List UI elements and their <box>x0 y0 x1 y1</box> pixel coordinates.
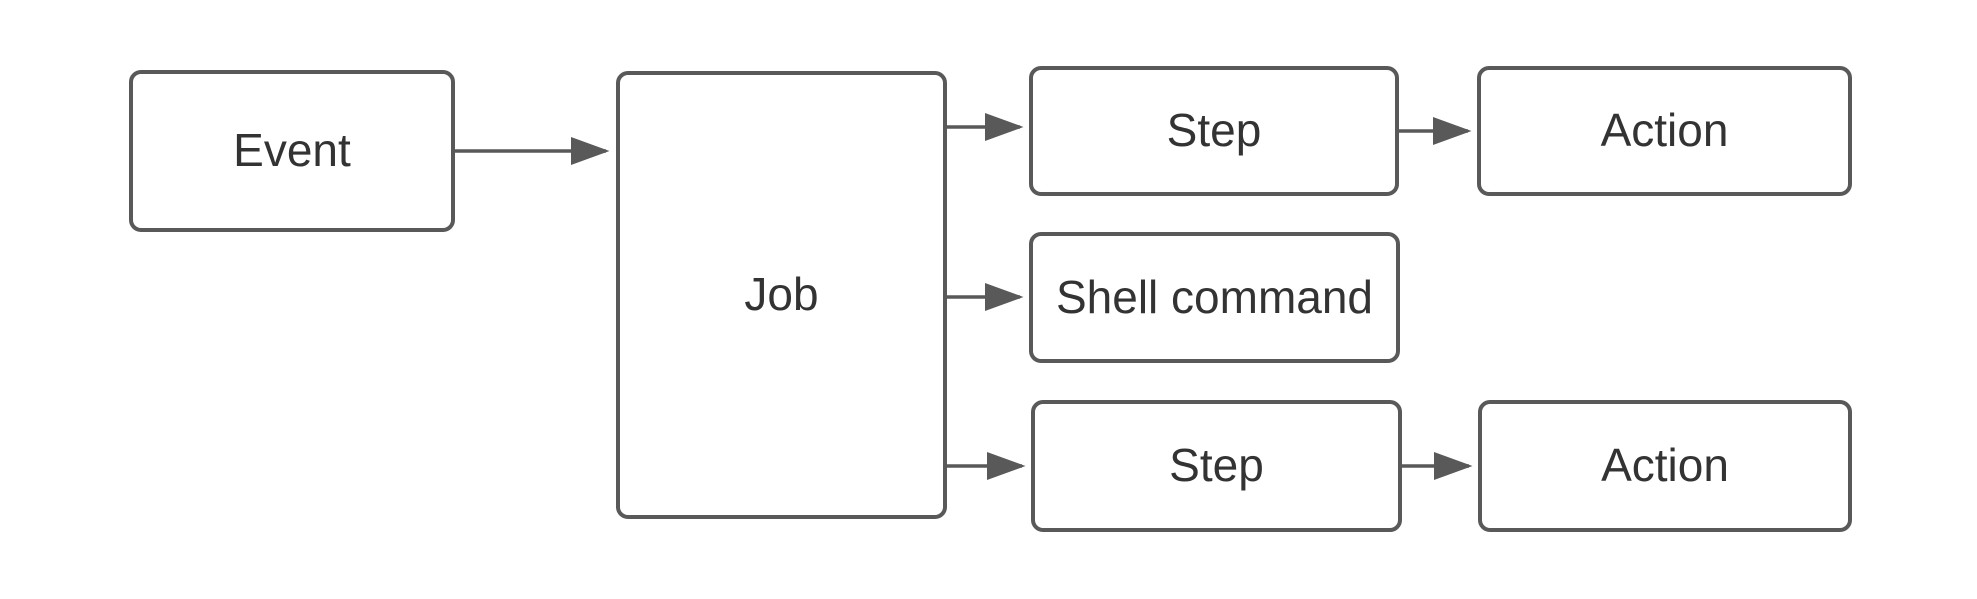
node-step-top: Step <box>1029 66 1399 196</box>
node-action-bottom: Action <box>1478 400 1852 532</box>
node-shell-command-label: Shell command <box>1055 270 1374 323</box>
node-job: Job <box>616 71 947 519</box>
node-step-bottom-label: Step <box>1169 439 1264 492</box>
node-step-bottom: Step <box>1031 400 1402 532</box>
node-job-label: Job <box>744 268 819 321</box>
node-action-top-label: Action <box>1600 104 1729 157</box>
node-event: Event <box>129 70 455 232</box>
node-shell-command: Shell command <box>1029 232 1400 363</box>
node-step-top-label: Step <box>1166 104 1262 157</box>
node-action-bottom-label: Action <box>1601 439 1729 492</box>
node-action-top: Action <box>1477 66 1852 196</box>
node-event-label: Event <box>233 124 351 177</box>
